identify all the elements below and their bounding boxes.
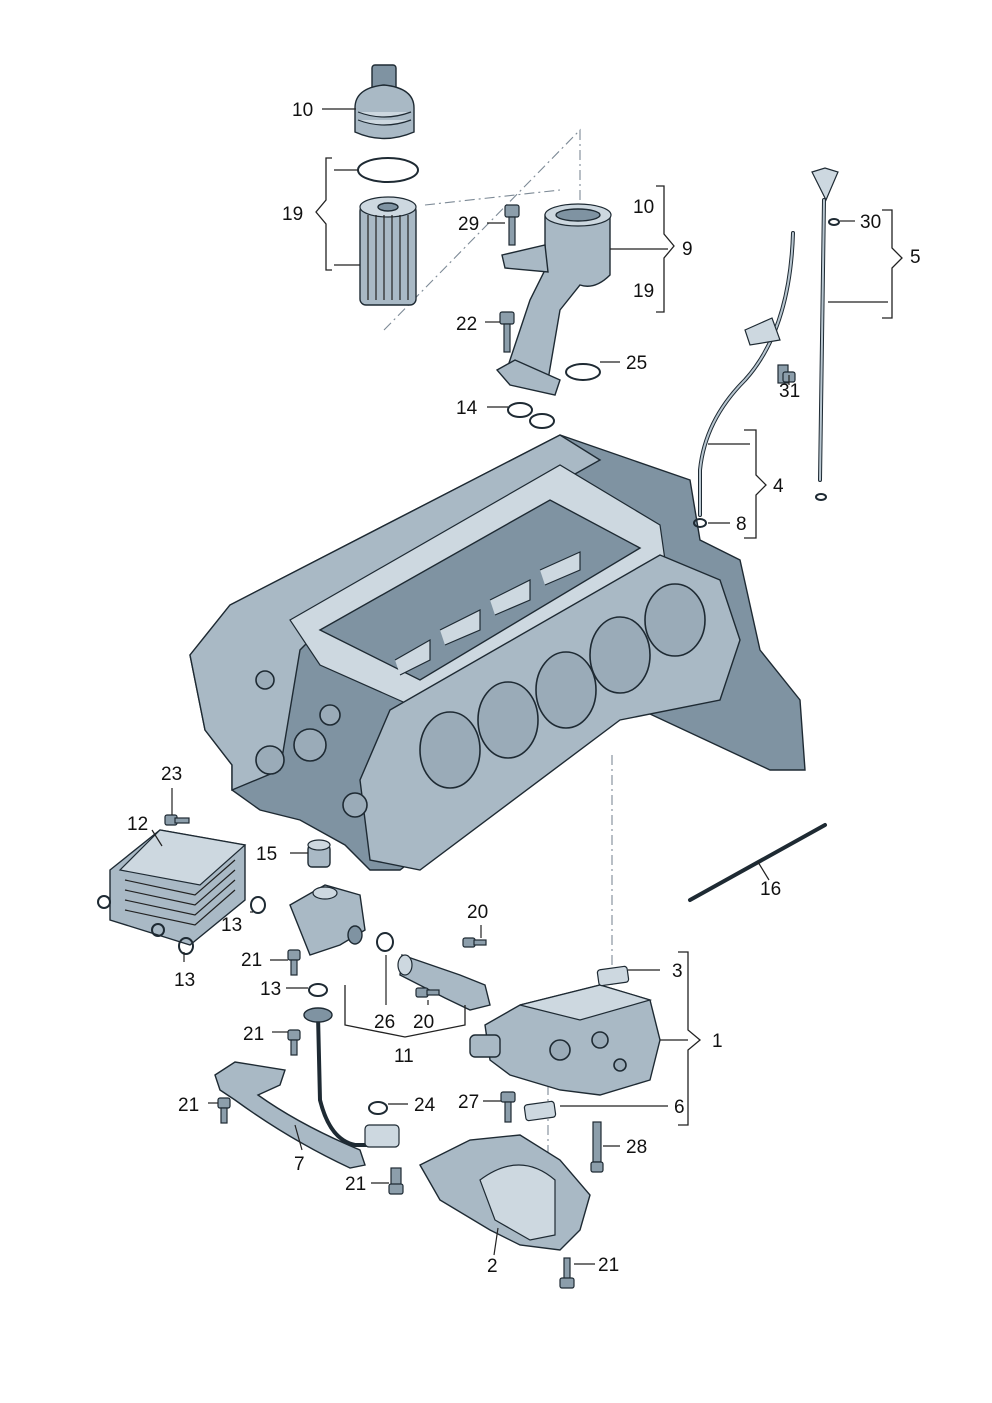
callout-16: 16 <box>760 879 781 900</box>
leader-lines <box>151 108 903 1265</box>
bolt <box>164 814 190 826</box>
o-ring <box>565 363 601 381</box>
callout-2: 2 <box>487 1256 498 1277</box>
oil-cooler <box>97 829 247 946</box>
callout-6: 6 <box>674 1097 685 1118</box>
bolt <box>559 1257 575 1289</box>
callout-19: 19 <box>282 204 303 225</box>
o-ring <box>507 402 533 418</box>
callout-3: 3 <box>672 961 683 982</box>
callout-5: 5 <box>910 247 921 268</box>
callout-15: 15 <box>256 844 277 865</box>
oil-rod <box>688 823 827 902</box>
callout-22: 22 <box>456 314 477 335</box>
callout-21: 21 <box>241 950 262 971</box>
callout-21: 21 <box>345 1174 366 1195</box>
dipstick-guide-tube <box>693 231 795 528</box>
callout-10: 10 <box>633 197 654 218</box>
o-ring <box>178 937 194 955</box>
oil-filter-element <box>359 196 417 306</box>
o-ring <box>529 413 555 429</box>
oil-dipstick <box>811 167 840 501</box>
bolt <box>504 204 520 246</box>
gasket <box>596 965 630 987</box>
callout-1: 1 <box>712 1031 723 1052</box>
callout-21: 21 <box>243 1024 264 1045</box>
callout-20: 20 <box>467 902 488 923</box>
gasket <box>523 1100 557 1122</box>
bolt <box>287 949 301 976</box>
callout-23: 23 <box>161 764 182 785</box>
callout-labels: 10 19 29 10 9 19 30 5 22 25 14 31 4 8 23… <box>127 100 921 1277</box>
o-ring <box>308 983 328 997</box>
callout-31: 31 <box>779 381 800 402</box>
bolt <box>388 1167 404 1195</box>
oil-pump <box>469 984 661 1096</box>
bolt <box>462 937 487 948</box>
callout-13: 13 <box>174 970 195 991</box>
callout-27: 27 <box>458 1092 479 1113</box>
engine-block <box>189 434 806 871</box>
callout-11: 11 <box>394 1046 414 1067</box>
callout-30: 30 <box>860 212 881 233</box>
callout-21: 21 <box>178 1095 199 1116</box>
callout-21: 21 <box>598 1255 619 1276</box>
callout-13: 13 <box>221 915 242 936</box>
oil-filter-cap <box>354 64 415 140</box>
callout-28: 28 <box>626 1137 647 1158</box>
callout-13: 13 <box>260 979 281 1000</box>
callout-29: 29 <box>458 214 479 235</box>
callout-9: 9 <box>682 239 693 260</box>
callout-14: 14 <box>456 398 478 419</box>
oil-pan-baffle <box>419 1134 591 1251</box>
oil-pipe <box>289 884 491 1011</box>
oil-filter-housing <box>495 203 612 396</box>
plug <box>307 839 331 868</box>
callout-7: 7 <box>294 1154 305 1175</box>
o-ring <box>357 157 419 183</box>
callout-8: 8 <box>736 514 747 535</box>
callout-12: 12 <box>127 814 148 835</box>
callout-25: 25 <box>626 353 647 374</box>
callout-20: 20 <box>413 1012 434 1033</box>
callout-4: 4 <box>773 476 784 497</box>
bolt <box>287 1029 301 1056</box>
bolt <box>415 987 440 998</box>
bolt <box>590 1121 604 1173</box>
suction-pipe <box>214 1007 400 1169</box>
bolt <box>499 311 515 353</box>
o-ring <box>250 896 266 914</box>
callout-26: 26 <box>374 1012 395 1033</box>
callout-10: 10 <box>292 100 313 121</box>
bolt <box>217 1097 231 1124</box>
callout-24: 24 <box>414 1095 436 1116</box>
callout-19: 19 <box>633 281 654 302</box>
bolt <box>500 1091 516 1123</box>
